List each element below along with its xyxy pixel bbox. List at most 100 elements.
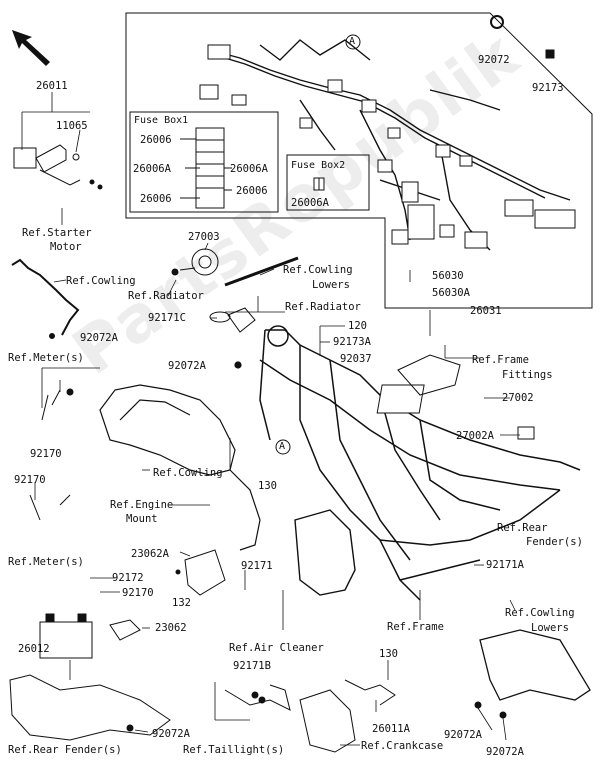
part-92171c: 92171C	[148, 312, 186, 324]
part-26012: 26012	[18, 643, 50, 655]
battery-26012	[39, 613, 93, 659]
harness-box	[125, 12, 593, 309]
part-132: 132	[172, 597, 191, 609]
air-cleaner	[294, 509, 356, 596]
ref-cowling-lowers-r1: Ref.Cowling	[505, 607, 575, 619]
harness-connectors	[199, 44, 576, 249]
ref-radiator-2: Ref.Radiator	[285, 301, 361, 313]
callout-a-top	[345, 34, 361, 50]
fuse-box1	[129, 111, 279, 213]
ref-radiator-1: Ref.Radiator	[128, 290, 204, 302]
part-130-bot: 130	[379, 648, 398, 660]
cowling-bracket-left	[11, 258, 80, 336]
taillight-harness	[224, 684, 291, 711]
ref-rear-fender-bottom: Ref.Rear Fender(s)	[8, 744, 122, 756]
ref-starter-motor-2: Motor	[50, 241, 82, 253]
ref-cowling-lowers-r2: Lowers	[531, 622, 569, 634]
part-23062: 23062	[155, 622, 187, 634]
part-130-mid: 130	[258, 480, 277, 492]
ref-cowling-lowers-1: Ref.Cowling	[283, 264, 353, 276]
part-27002a: 27002A	[456, 430, 494, 442]
part-23062a: 23062A	[131, 548, 169, 560]
ref-meter-bottom: Ref.Meter(s)	[8, 556, 84, 568]
sensor-26011a	[344, 679, 396, 706]
fuse-box1-title: Fuse Box1	[134, 115, 189, 126]
bolt-92173-icon	[545, 49, 555, 59]
bolt-92072a-b1	[126, 724, 134, 732]
part-26031: 26031	[470, 305, 502, 317]
part-92037: 92037	[340, 353, 372, 365]
part-56030: 56030	[432, 270, 464, 282]
ref-starter-motor-1: Ref.Starter	[22, 227, 92, 239]
radiator-bolt-icon	[171, 268, 179, 276]
part-11065: 11065	[56, 120, 88, 132]
part-92171b: 92171B	[233, 660, 271, 672]
ref-meter-top: Ref.Meter(s)	[8, 352, 84, 364]
fuse-box1-part-1: 26006	[140, 134, 172, 146]
ref-frame: Ref.Frame	[387, 621, 444, 633]
battery-strap-23062	[109, 619, 141, 641]
ref-rear-fender-r2: Fender(s)	[526, 536, 583, 548]
ref-rear-fender-r1: Ref.Rear	[497, 522, 548, 534]
bracket-23062a	[184, 549, 226, 596]
ref-taillight: Ref.Taillight(s)	[183, 744, 285, 756]
ref-cowling-mid: Ref.Cowling	[153, 467, 223, 479]
part-26011: 26011	[36, 80, 68, 92]
ref-frame-fittings-2: Fittings	[502, 369, 553, 381]
part-26011a: 26011A	[372, 723, 410, 735]
fuse-box1-part-4: 26006	[140, 193, 172, 205]
grommet-meter	[66, 388, 74, 396]
part-27002: 27002	[502, 392, 534, 404]
bolt-132	[175, 569, 181, 575]
part-92172: 92172	[112, 572, 144, 584]
part-120: 120	[348, 320, 367, 332]
part-92170-a: 92170	[30, 448, 62, 460]
part-92072a-b3: 92072A	[486, 746, 524, 758]
rear-cowling-lowers	[479, 629, 591, 701]
part-92171: 92171	[241, 560, 273, 572]
fuse-box1-part-5: 26006	[236, 185, 268, 197]
ecu-27002	[376, 384, 425, 414]
ecu-bracket	[397, 354, 461, 396]
part-92072a-left: 92072A	[80, 332, 118, 344]
meter-wire	[41, 389, 61, 421]
meter-wire-bottom	[29, 494, 71, 521]
meter-stay	[99, 361, 261, 551]
part-92173: 92173	[532, 82, 564, 94]
part-92173a: 92173A	[333, 336, 371, 348]
callout-a-top-label: A	[349, 36, 356, 47]
clamp-92072-icon	[490, 15, 504, 29]
bracket-radiator	[227, 307, 256, 333]
ref-engine-mount-2: Mount	[126, 513, 158, 525]
ref-air-cleaner: Ref.Air Cleaner	[229, 642, 324, 654]
ref-cowling-left: Ref.Cowling	[66, 275, 136, 287]
part-92072a-mid: 92072A	[168, 360, 206, 372]
ref-frame-fittings-1: Ref.Frame	[472, 354, 529, 366]
ref-cowling-lowers-2: Lowers	[312, 279, 350, 291]
callout-a-mid-label: A	[279, 441, 286, 452]
leader-lines	[21, 92, 520, 746]
fuse-box2	[286, 154, 370, 211]
fuse-box2-part: 26006A	[291, 197, 329, 209]
cowling-lowers-stay	[224, 256, 299, 287]
starter-relay	[13, 144, 103, 190]
rear-fender-bottom	[9, 674, 171, 741]
part-92072-top: 92072	[478, 54, 510, 66]
part-56030a: 56030A	[432, 287, 470, 299]
crankcase-cover	[299, 689, 356, 753]
ecu-bolt-27002a	[517, 426, 535, 440]
part-92171a: 92171A	[486, 559, 524, 571]
part-92072a-b2: 92072A	[444, 729, 482, 741]
part-27003: 27003	[188, 231, 220, 243]
part-92170-b: 92170	[14, 474, 46, 486]
part-92072a-b1: 92072A	[152, 728, 190, 740]
front-arrow-icon	[12, 30, 50, 66]
ref-crankcase: Ref.Crankcase	[361, 740, 444, 752]
fuse-box1-part-3: 26006A	[230, 163, 268, 175]
frame	[259, 325, 581, 601]
fuse-box2-title: Fuse Box2	[291, 160, 346, 171]
part-92170-c: 92170	[122, 587, 154, 599]
bolt-92072a-left	[49, 333, 55, 339]
callout-a-mid	[275, 439, 291, 455]
